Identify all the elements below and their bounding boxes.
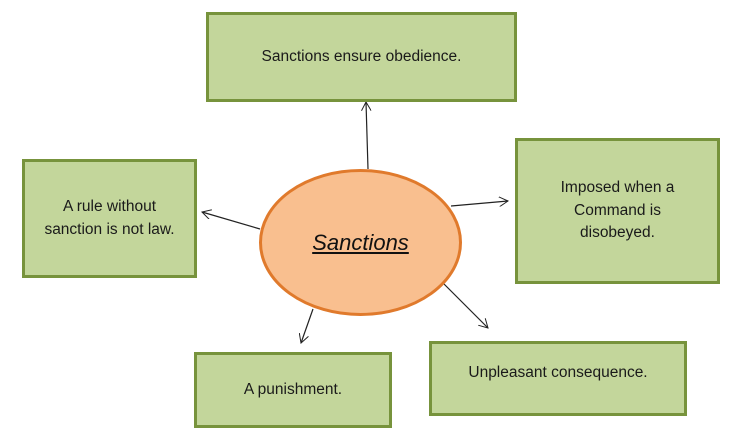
node-top-text: Sanctions ensure obedience.	[261, 47, 462, 65]
node-right: Imposed when a Command is disobeyed.	[515, 138, 720, 284]
node-top: Sanctions ensure obedience.	[206, 12, 517, 102]
center-label: Sanctions	[312, 229, 409, 255]
arrow-to-right	[450, 201, 508, 206]
node-right-text: Imposed when a Command is disobeyed.	[560, 179, 675, 242]
node-bottom-left-text: A punishment.	[243, 380, 343, 398]
arrow-to-bottom-left	[301, 308, 314, 343]
arrow-to-top	[366, 102, 368, 170]
node-bottom-right-text: Unpleasant consequence.	[468, 364, 648, 381]
node-bottom-right: Unpleasant consequence.	[429, 341, 687, 416]
node-left-text: A rule without sanction is not law.	[44, 198, 175, 238]
node-left: A rule without sanction is not law.	[22, 159, 197, 278]
arrow-to-left	[202, 212, 261, 230]
center-ellipse	[259, 169, 462, 316]
arrow-to-bottom-right	[442, 282, 488, 328]
node-bottom-left: A punishment.	[194, 352, 392, 428]
